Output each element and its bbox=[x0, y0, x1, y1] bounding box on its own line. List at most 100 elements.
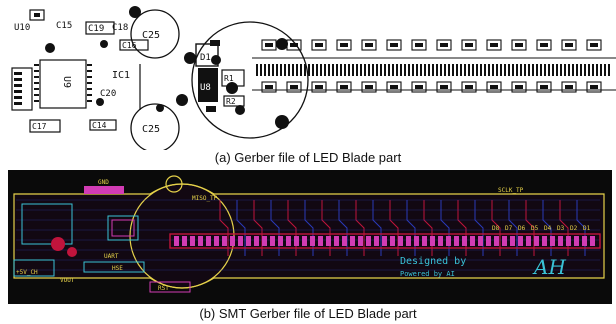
label-r1: R1 bbox=[224, 74, 234, 83]
led-pad bbox=[446, 236, 451, 246]
logo-ah: AH bbox=[532, 255, 566, 279]
label-d1: D1 bbox=[200, 53, 211, 63]
led-pad bbox=[262, 236, 267, 246]
strip-pad bbox=[568, 64, 570, 76]
ic-u9-pins bbox=[34, 64, 92, 102]
pad bbox=[206, 106, 216, 112]
led-pad bbox=[574, 236, 579, 246]
led-pad bbox=[470, 236, 475, 246]
via bbox=[211, 55, 221, 65]
strip-component bbox=[411, 81, 427, 93]
via bbox=[275, 115, 289, 129]
led-pad bbox=[550, 236, 555, 246]
led-pad bbox=[174, 236, 179, 246]
strip-component bbox=[486, 81, 502, 93]
box-d1 bbox=[195, 43, 219, 67]
led-pad bbox=[542, 236, 547, 246]
strip-pad bbox=[292, 64, 294, 76]
strip-pad bbox=[368, 64, 370, 76]
connector-bottom bbox=[83, 261, 145, 273]
strip-pads bbox=[256, 64, 610, 76]
strip-pad bbox=[500, 64, 502, 76]
strip-component bbox=[486, 39, 502, 51]
strip-component bbox=[461, 81, 477, 93]
strip-pad bbox=[312, 64, 314, 76]
led-pad bbox=[366, 236, 371, 246]
strip-pad bbox=[560, 64, 562, 76]
led-pad bbox=[390, 236, 395, 246]
strip-component-pad bbox=[465, 85, 473, 89]
led-pad bbox=[382, 236, 387, 246]
strip-pad bbox=[288, 64, 290, 76]
strip-pad bbox=[488, 64, 490, 76]
strip-pad bbox=[412, 64, 414, 76]
label-c14: C14 bbox=[92, 121, 107, 130]
via bbox=[100, 40, 108, 48]
strip-component-pad bbox=[515, 85, 523, 89]
strip-pad bbox=[408, 64, 410, 76]
strip-pad bbox=[496, 64, 498, 76]
label-vbat: +5V_CH bbox=[16, 269, 38, 276]
label-c20: C20 bbox=[100, 89, 116, 99]
strip-component-pad bbox=[415, 85, 423, 89]
strip-pad bbox=[508, 64, 510, 76]
strip-pad bbox=[492, 64, 494, 76]
strip-component-pad bbox=[315, 43, 323, 47]
led-pad bbox=[486, 236, 491, 246]
strip-pad bbox=[384, 64, 386, 76]
box-top-left bbox=[29, 9, 45, 21]
box-r1 bbox=[221, 69, 245, 87]
strip-pad bbox=[452, 64, 454, 76]
strip-pad bbox=[444, 64, 446, 76]
strip-pad bbox=[276, 64, 278, 76]
strip-pad bbox=[604, 64, 606, 76]
strip-pad bbox=[564, 64, 566, 76]
strip-pad bbox=[584, 64, 586, 76]
label-miso: MISO_TP bbox=[192, 195, 218, 202]
strip-pad bbox=[328, 64, 330, 76]
label-c17: C17 bbox=[32, 122, 47, 131]
led-pad bbox=[462, 236, 467, 246]
label-c15: C15 bbox=[56, 21, 72, 31]
box-c14 bbox=[89, 119, 117, 131]
led-label: D1 bbox=[583, 225, 591, 232]
led-label: D5 bbox=[531, 225, 539, 232]
strip-component bbox=[561, 81, 577, 93]
strip-component-pad bbox=[265, 43, 273, 47]
led-pad bbox=[454, 236, 459, 246]
led-pad bbox=[222, 236, 227, 246]
strip-pad bbox=[308, 64, 310, 76]
label-c19: C19 bbox=[88, 24, 104, 34]
via bbox=[226, 82, 238, 94]
strip-component bbox=[286, 81, 302, 93]
led-pad bbox=[558, 236, 563, 246]
ic-pads bbox=[111, 219, 135, 237]
via bbox=[176, 94, 188, 106]
strip-pad bbox=[484, 64, 486, 76]
led-pad bbox=[182, 236, 187, 246]
strip-component bbox=[261, 81, 277, 93]
box-c17 bbox=[29, 119, 61, 133]
led-pad bbox=[494, 236, 499, 246]
strip-pad bbox=[608, 64, 610, 76]
strip-component-pad bbox=[565, 43, 573, 47]
label-u10: U10 bbox=[14, 23, 30, 33]
via bbox=[129, 6, 141, 18]
label-c18: C18 bbox=[112, 23, 128, 33]
led-pad bbox=[398, 236, 403, 246]
strip-pad bbox=[540, 64, 542, 76]
strip-pad bbox=[356, 64, 358, 76]
led-pad bbox=[358, 236, 363, 246]
strip-pad bbox=[480, 64, 482, 76]
outline-circle bbox=[191, 21, 309, 139]
led-pad bbox=[334, 236, 339, 246]
strip-pad bbox=[524, 64, 526, 76]
label-c25b: C25 bbox=[142, 124, 160, 135]
strip-pad bbox=[544, 64, 546, 76]
led-pad bbox=[198, 236, 203, 246]
via bbox=[184, 52, 196, 64]
strip-pad bbox=[272, 64, 274, 76]
strip-component-pad bbox=[390, 85, 398, 89]
strip-component bbox=[261, 39, 277, 51]
strip-component-pad bbox=[590, 85, 598, 89]
